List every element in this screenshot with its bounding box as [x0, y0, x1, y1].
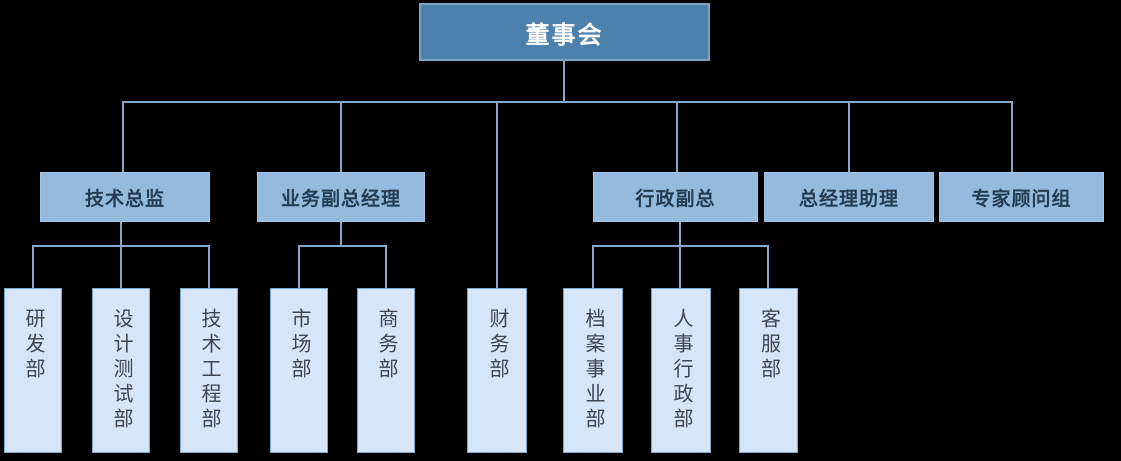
- connector-line: [676, 101, 678, 172]
- node-label: 行政副总: [635, 188, 716, 210]
- node-gm-assistant: 总经理助理: [764, 172, 934, 222]
- node-finance-dept: 财务部: [467, 288, 527, 453]
- connector-line: [32, 245, 34, 288]
- node-label: 专家顾问组: [971, 188, 1072, 210]
- connector-line: [208, 245, 210, 288]
- node-admin-deputy: 行政副总: [593, 172, 758, 222]
- connector-line: [32, 245, 210, 247]
- node-design-testing-dept: 设计测试部: [92, 288, 150, 453]
- node-label: 研发部: [22, 308, 44, 383]
- node-label: 客服部: [757, 308, 780, 383]
- node-label: 董事会: [525, 21, 604, 49]
- connector-line: [340, 101, 342, 172]
- node-business-deputy-gm: 业务副总经理: [257, 172, 425, 222]
- connector-line: [592, 245, 594, 288]
- node-label: 商务部: [375, 308, 397, 383]
- node-hr-admin-dept: 人事行政部: [651, 288, 711, 453]
- node-label: 业务副总经理: [280, 188, 401, 210]
- node-label: 技术总监: [84, 188, 165, 210]
- node-customer-service-dept: 客服部: [739, 288, 798, 453]
- node-label: 财务部: [486, 308, 508, 383]
- connector-line: [563, 61, 565, 102]
- node-label: 档案事业部: [582, 308, 604, 433]
- connector-line: [496, 101, 498, 288]
- connector-line: [120, 222, 122, 288]
- node-label: 设计测试部: [110, 308, 132, 433]
- node-label: 技术工程部: [198, 308, 220, 433]
- connector-line: [122, 101, 1013, 103]
- connector-line: [122, 101, 124, 172]
- connector-line: [298, 245, 387, 247]
- node-archives-division: 档案事业部: [563, 288, 623, 453]
- connector-line: [679, 222, 681, 288]
- node-label: 人事行政部: [670, 308, 692, 433]
- connector-line: [385, 245, 387, 288]
- node-commerce-dept: 商务部: [357, 288, 415, 453]
- node-rd-dept: 研发部: [4, 288, 62, 453]
- connector-line: [767, 245, 769, 288]
- node-label: 市场部: [288, 308, 310, 383]
- connector-line: [1011, 101, 1013, 172]
- node-board-of-directors: 董事会: [419, 3, 710, 61]
- node-label: 总经理助理: [798, 188, 899, 210]
- node-marketing-dept: 市场部: [270, 288, 328, 453]
- node-expert-advisory-group: 专家顾问组: [939, 172, 1104, 222]
- connector-line: [340, 222, 342, 247]
- node-tech-director: 技术总监: [40, 172, 210, 222]
- connector-line: [298, 245, 300, 288]
- node-tech-engineering-dept: 技术工程部: [180, 288, 238, 453]
- connector-line: [848, 101, 850, 172]
- connector-line: [592, 245, 769, 247]
